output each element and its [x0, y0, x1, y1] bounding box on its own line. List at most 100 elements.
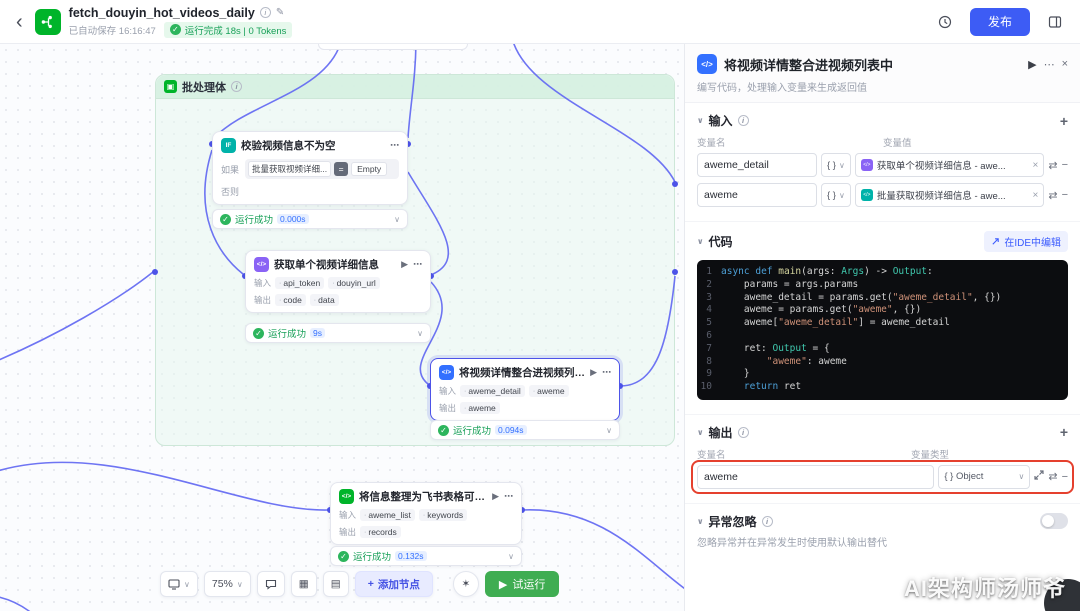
notes-button[interactable]: ▤ — [322, 571, 349, 597]
more-icon[interactable]: ⋯ — [413, 259, 422, 269]
workflow-canvas[interactable]: ▣ 批处理体 i IF 校 — [0, 44, 684, 611]
io-chip: ·douyin_url — [328, 277, 380, 289]
convert-icon[interactable]: ⇄ — [1048, 471, 1058, 484]
input-row: { }∨ </> 批量获取视频详细信息 - awe... × ⇄ − — [685, 183, 1080, 207]
condition-value[interactable]: Empty — [351, 162, 388, 176]
add-input-button[interactable]: + — [1059, 112, 1068, 129]
variable-name-input[interactable] — [697, 183, 817, 207]
publish-button[interactable]: 发布 — [969, 7, 1030, 36]
node-merge-detail[interactable]: </> 将视频详情整合进视频列表中 ▶ ⋯ 输入 ·aweme_detail ·… — [430, 358, 620, 421]
inputs-label: 输入 — [254, 278, 272, 288]
expand-icon[interactable] — [1034, 470, 1044, 483]
feishu-status-bar[interactable]: ✓ 运行成功 0.132s ∨ — [330, 546, 522, 566]
optimize-button[interactable]: ✶ — [452, 571, 479, 597]
collapse-icon[interactable]: ∨ — [697, 427, 704, 437]
panel-title: 将视频详情整合进视频列表中 — [724, 57, 894, 73]
history-icon[interactable] — [932, 9, 958, 35]
collapse-icon[interactable]: ∨ — [697, 237, 704, 246]
docs-panel-icon[interactable] — [1042, 9, 1068, 35]
info-icon[interactable]: i — [737, 426, 749, 438]
node-get-video-detail[interactable]: </> 获取单个视频详细信息 ▶ ⋯ 输入 ·api_token ·douyin… — [245, 250, 431, 313]
node-if-check[interactable]: IF 校验视频信息不为空 ⋯ 如果 批量获取视频详细... = Empty 否则 — [212, 131, 408, 205]
play-icon[interactable]: ▶ — [401, 259, 408, 269]
if-icon: IF — [221, 138, 236, 153]
run-node-icon[interactable]: ▶ — [1028, 58, 1037, 71]
more-icon[interactable]: ⋯ — [504, 491, 513, 501]
io-item: code — [283, 295, 302, 305]
var-icon: · — [464, 404, 467, 412]
play-icon[interactable]: ▶ — [590, 367, 597, 377]
node-feishu-format[interactable]: </> 将信息整理为飞书表格可以使用... ▶ ⋯ 输入 ·aweme_list… — [330, 482, 522, 545]
add-node-button[interactable]: + 添加节点 — [354, 571, 433, 597]
edit-icon[interactable]: ✎ — [275, 7, 285, 18]
clear-icon[interactable]: × — [1032, 189, 1039, 201]
edit-in-ide-button[interactable]: 在IDE中编辑 — [984, 231, 1068, 252]
node-title: 将视频详情整合进视频列表中 — [459, 367, 586, 379]
convert-icon[interactable]: ⇄ — [1048, 159, 1058, 172]
chevron-down-icon[interactable]: ∨ — [394, 214, 400, 224]
status-text: 运行成功 — [353, 552, 392, 563]
error-section-title: 异常忽略 — [708, 514, 757, 529]
back-button[interactable]: ‹ — [16, 10, 23, 33]
condition-operator[interactable]: = — [334, 162, 349, 176]
info-icon[interactable]: i — [761, 515, 773, 527]
error-ignore-toggle[interactable] — [1040, 513, 1068, 530]
partial-node[interactable] — [318, 44, 468, 50]
code-line: 7 ret: Output = { — [706, 342, 830, 354]
var-icon: · — [464, 387, 467, 395]
variable-ref-chip[interactable]: </> 批量获取视频详细信息 - awe... × — [854, 183, 1045, 207]
condition-bar[interactable]: 批量获取视频详细... = Empty — [245, 159, 399, 179]
close-icon[interactable]: × — [1061, 58, 1068, 70]
if-label: 如果 — [221, 164, 240, 175]
variable-name-input[interactable] — [697, 153, 817, 177]
minimap-button[interactable]: ▦ — [290, 571, 317, 597]
variable-ref-chip[interactable]: </> 获取单个视频详细信息 - awe... × — [854, 153, 1045, 177]
collapse-icon[interactable]: ∨ — [697, 516, 704, 526]
chevron-down-icon[interactable]: ∨ — [417, 328, 423, 338]
more-icon[interactable]: ⋯ — [1043, 58, 1055, 71]
var-icon: · — [532, 387, 536, 395]
topbar: ‹ fetch_douyin_hot_videos_daily i ✎ 已自动保… — [0, 0, 1080, 44]
remove-row-button[interactable]: − — [1061, 159, 1068, 171]
test-run-button[interactable]: ▶ 试运行 — [484, 571, 560, 597]
collapse-icon[interactable]: ∨ — [697, 116, 704, 125]
interaction-mode-button[interactable]: ∨ — [160, 571, 198, 597]
remove-row-button[interactable]: − — [1061, 189, 1068, 201]
chevron-down-icon[interactable]: ∨ — [508, 551, 514, 561]
if-status-bar[interactable]: ✓ 运行成功 0.000s ∨ — [212, 209, 408, 229]
remove-row-button[interactable]: − — [1061, 470, 1068, 483]
merge-status-bar[interactable]: ✓ 运行成功 0.094s ∨ — [430, 420, 620, 440]
type-select[interactable]: { }∨ — [821, 183, 851, 207]
more-icon[interactable]: ⋯ — [390, 140, 399, 150]
outputs-label: 输出 — [339, 527, 357, 537]
play-icon[interactable]: ▶ — [492, 491, 499, 501]
variable-name-input[interactable] — [697, 464, 935, 489]
detail-status-bar[interactable]: ✓ 运行成功 9s ∨ — [245, 323, 431, 343]
plugin-icon: </> — [254, 257, 269, 272]
info-icon[interactable]: i — [231, 81, 242, 92]
zoom-level: 75% — [211, 578, 233, 590]
zoom-control[interactable]: 75% ∨ — [203, 571, 251, 597]
output-row: { } Object∨ ⇄ − — [697, 464, 1068, 489]
toggle-knob — [1042, 515, 1054, 528]
add-output-button[interactable]: + — [1059, 424, 1068, 441]
type-select[interactable]: { }∨ — [821, 153, 851, 177]
chevron-down-icon[interactable]: ∨ — [606, 425, 612, 435]
note-icon: ▤ — [330, 578, 341, 590]
info-icon[interactable]: i — [737, 115, 749, 126]
convert-icon[interactable]: ⇄ — [1048, 189, 1058, 202]
io-chip: ·records — [360, 526, 401, 538]
info-icon[interactable]: i — [259, 7, 271, 18]
check-icon: ✓ — [169, 24, 181, 35]
type-select[interactable]: { } Object∨ — [938, 464, 1031, 489]
check-icon: ✓ — [253, 327, 264, 339]
condition-variable[interactable]: 批量获取视频详细... — [248, 161, 332, 177]
more-icon[interactable]: ⋯ — [602, 367, 611, 377]
run-status-badge[interactable]: ✓ 运行完成 18s | 0 Tokens — [163, 21, 293, 38]
comment-button[interactable] — [256, 571, 285, 597]
clear-icon[interactable]: × — [1032, 159, 1039, 171]
io-chip: ·data — [309, 294, 339, 306]
